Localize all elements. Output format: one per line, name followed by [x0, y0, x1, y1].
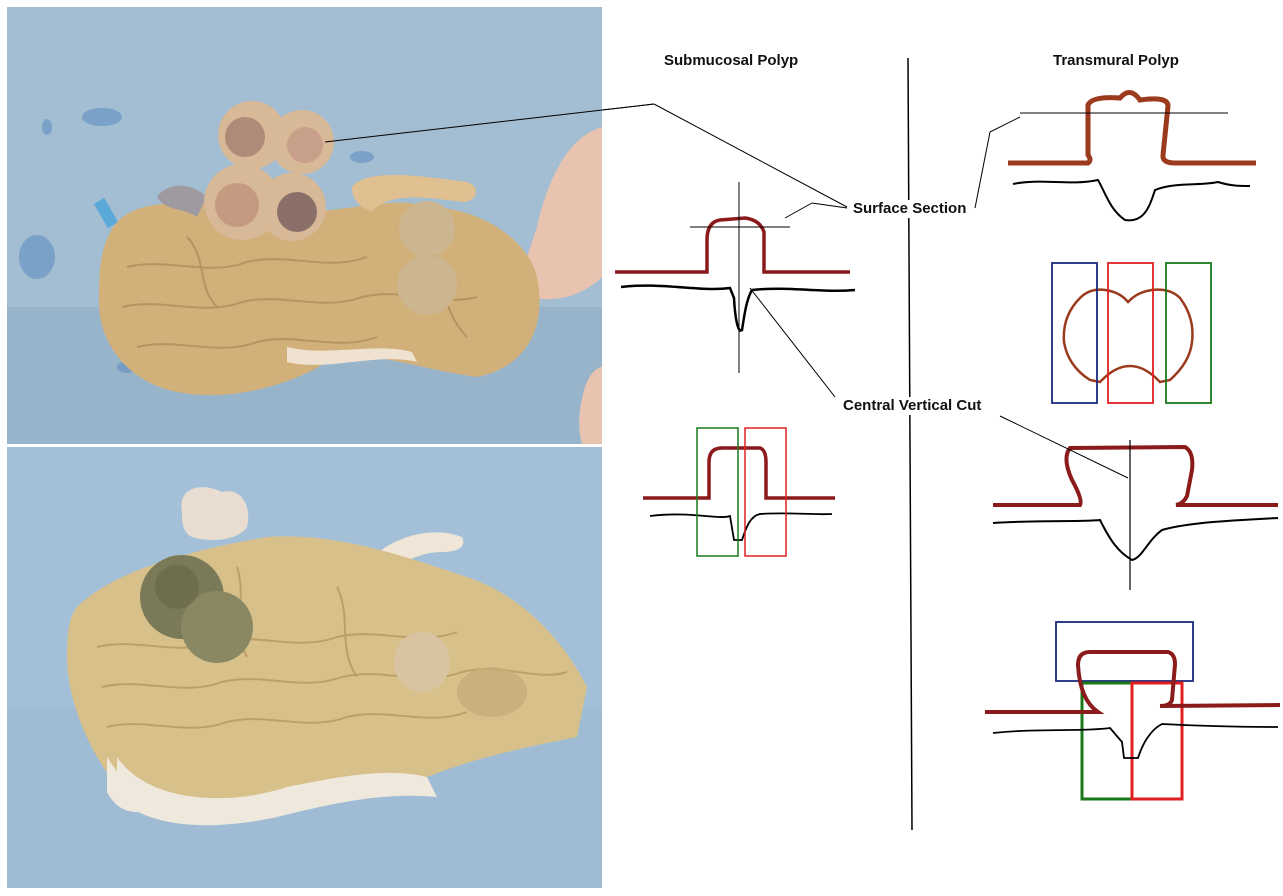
transmural-polyp-sections — [985, 622, 1280, 799]
transmural-polyp-cross-section — [1008, 92, 1256, 220]
column-divider — [908, 58, 912, 830]
blue-section-box — [1052, 263, 1097, 403]
callout-leaders — [602, 104, 1128, 478]
specimen-photo-sectioned-graphic — [7, 7, 602, 444]
red-base-section-box — [1132, 683, 1182, 799]
central-vertical-cut-label: Central Vertical Cut — [840, 397, 984, 415]
submucosal-polyp-cross-section — [615, 182, 855, 373]
green-section-box-right — [1166, 263, 1211, 403]
transmural-polyp-heading: Transmural Polyp — [1053, 52, 1179, 70]
specimen-photo-intact — [7, 447, 602, 888]
polyp-sectioning-diagram-graphic — [602, 0, 1283, 891]
submucosal-polyp-heading: Submucosal Polyp — [664, 52, 798, 70]
green-base-section-box — [1082, 683, 1132, 799]
red-section-box-right — [1108, 263, 1153, 403]
specimen-photo-intact-graphic — [7, 447, 602, 888]
polyp-sectioning-diagram — [602, 0, 1283, 891]
transmural-polyp-surface-view — [1052, 263, 1211, 403]
submucosal-polyp-sections — [643, 428, 835, 556]
specimen-photo-sectioned — [7, 7, 602, 444]
transmural-polyp-vertical-cut — [993, 440, 1278, 590]
surface-section-label: Surface Section — [850, 200, 969, 218]
